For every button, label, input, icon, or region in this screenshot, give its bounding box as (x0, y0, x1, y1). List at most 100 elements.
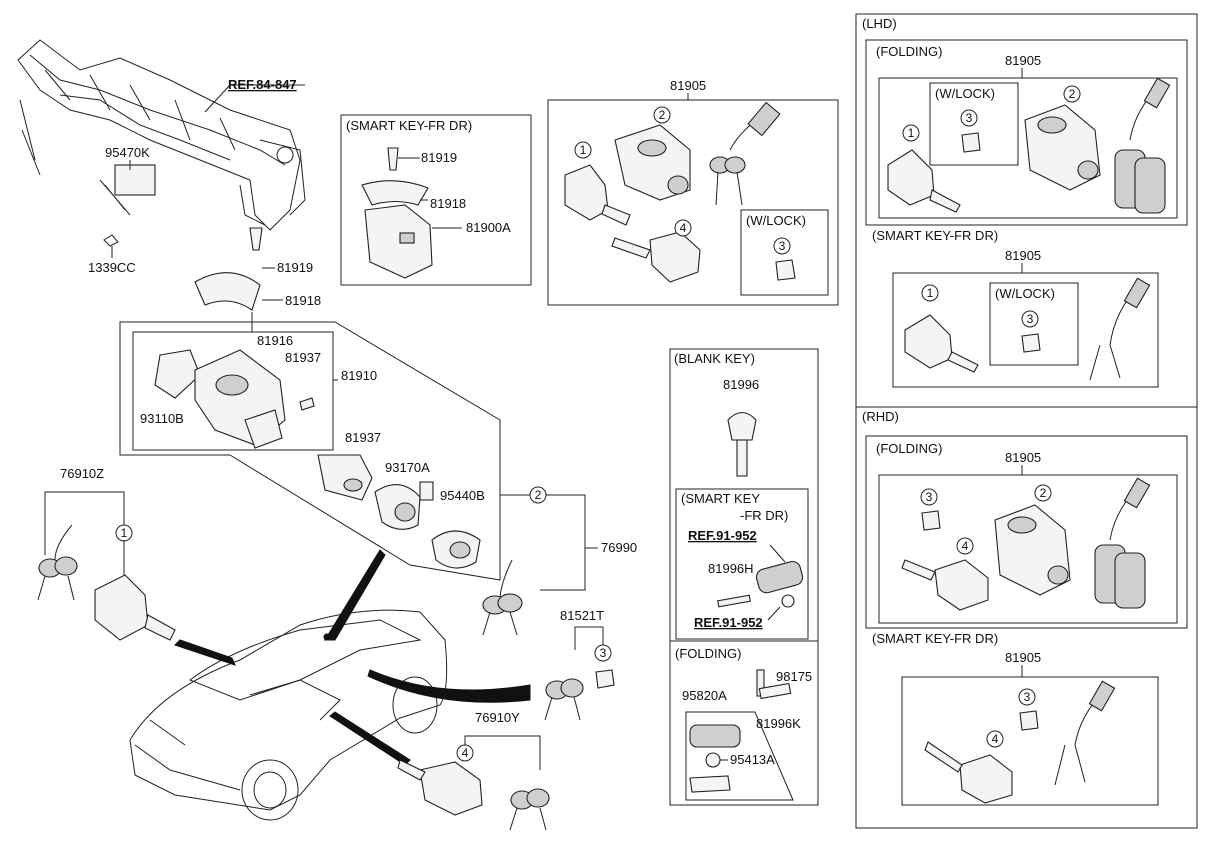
lhd-smart-callout-1: 1 (927, 286, 934, 300)
label-93170a: 93170A (385, 460, 430, 475)
blank-smart-title-2: -FR DR) (740, 508, 788, 523)
callout-3-81521t: 3 (600, 646, 607, 660)
arrow-to-roof (324, 549, 386, 641)
label-81910: 81910 (341, 368, 377, 383)
rhd-smart-title: (SMART KEY-FR DR) (872, 631, 998, 646)
main-wlock-cylinder (775, 259, 796, 281)
key-set-81521t (544, 669, 615, 721)
label-76910z: 76910Z (60, 466, 104, 481)
right-panel (855, 13, 1198, 829)
lhd-folding-inner (878, 77, 1178, 219)
arrow-to-front-door (329, 711, 411, 766)
lhd-folding-81905: 81905 (1005, 53, 1041, 68)
lhd-smart-callout-3: 3 (1027, 312, 1034, 326)
rhd-folding-callout-4: 4 (962, 539, 969, 553)
lhd-folding-callout-2: 2 (1069, 87, 1076, 101)
label-95440b: 95440B (440, 488, 485, 503)
label-81937-a: 81937 (285, 350, 321, 365)
arrow-to-left-door (174, 639, 236, 666)
rhd-folding-callout-3: 3 (926, 490, 933, 504)
car-illustration (129, 609, 448, 821)
lhd-folding-wlock-box (929, 82, 1019, 166)
label-98175: 98175 (776, 669, 812, 684)
folding-title: (FOLDING) (675, 646, 741, 661)
upper-cover (194, 227, 263, 311)
rhd-smart-callout-3: 3 (1024, 690, 1031, 704)
arrow-to-right (367, 669, 531, 703)
cowl-crossmember (17, 39, 306, 247)
callout-4-76910y: 4 (462, 746, 469, 760)
lhd-folding-title: (FOLDING) (876, 44, 942, 59)
lhd-folding-callout-1: 1 (908, 126, 915, 140)
steering-lock-body (154, 349, 315, 449)
blank-key (727, 411, 757, 477)
label-81919-a: 81919 (277, 260, 313, 275)
folding-sub-outline (685, 711, 794, 801)
door-lock-cylinder-front (397, 759, 483, 816)
main-callout-3: 3 (779, 239, 786, 253)
ignition-parts (317, 454, 481, 569)
main-callout-4: 4 (680, 221, 687, 235)
ref-91-952-b[interactable]: REF.91-952 (694, 615, 763, 630)
smart-label-81918: 81918 (430, 196, 466, 211)
ref-84-847[interactable]: REF.84-847 (228, 77, 297, 92)
label-76990: 76990 (601, 540, 637, 555)
lhd-folding-callout-3: 3 (966, 111, 973, 125)
lhd-title: (LHD) (862, 16, 897, 31)
label-95470k: 95470K (105, 145, 150, 160)
door-lock-cylinder-left (94, 540, 176, 641)
key-set-left (37, 524, 78, 601)
rhd-title: (RHD) (862, 409, 899, 424)
rhd-folding-inner (878, 474, 1178, 624)
label-81996h: 81996H (708, 561, 754, 576)
rhd-smart-inner (901, 676, 1159, 806)
lhd-smart-wlock: (W/LOCK) (995, 286, 1055, 301)
main-wlock-title: (W/LOCK) (746, 213, 806, 228)
main-callout-1: 1 (580, 143, 587, 157)
blank-key-box (669, 348, 819, 806)
main-set-box (547, 99, 839, 306)
key-set-76910y (509, 788, 550, 831)
key-cylinder-cover (361, 147, 433, 279)
lock-assembly-outline (119, 321, 501, 581)
ref-91-952-a[interactable]: REF.91-952 (688, 528, 757, 543)
folding-fob (689, 724, 741, 793)
label-1339cc: 1339CC (88, 260, 136, 275)
smart-key-box-title: (SMART KEY-FR DR) (346, 118, 472, 133)
label-81937-b: 81937 (345, 430, 381, 445)
81910-inner-box (132, 331, 334, 451)
lhd-smart-81905: 81905 (1005, 248, 1041, 263)
rhd-folding-81905: 81905 (1005, 450, 1041, 465)
label-95820a: 95820A (682, 688, 727, 703)
smart-label-81919: 81919 (421, 150, 457, 165)
label-81521t: 81521T (560, 608, 604, 623)
rhd-folding-title: (FOLDING) (876, 441, 942, 456)
main-set-number: 81905 (670, 78, 706, 93)
label-93110b: 93110B (140, 411, 184, 426)
blank-smart-key-box (675, 488, 809, 640)
main-set-parts (564, 101, 781, 283)
main-callout-2: 2 (659, 108, 666, 122)
label-95413a: 95413A (730, 752, 775, 767)
callout-1-left: 1 (121, 526, 128, 540)
smart-key-fr-dr-box (340, 114, 532, 286)
callout-2-center: 2 (535, 488, 542, 502)
label-76910y: 76910Y (475, 710, 520, 725)
lhd-smart-wlock-box (989, 282, 1079, 366)
rhd-smart-81905: 81905 (1005, 650, 1041, 665)
lhd-smart-title: (SMART KEY-FR DR) (872, 228, 998, 243)
rhd-smart-callout-4: 4 (992, 732, 999, 746)
blank-key-title: (BLANK KEY) (674, 351, 755, 366)
blank-smart-title-1: (SMART KEY (681, 491, 760, 506)
key-set-center (482, 559, 523, 636)
label-81916: 81916 (257, 333, 293, 348)
label-81996k: 81996K (756, 716, 801, 731)
smart-label-81900a: 81900A (466, 220, 511, 235)
label-81996: 81996 (723, 377, 759, 392)
smart-key-fob (717, 560, 804, 608)
main-wlock-box (740, 209, 829, 296)
lhd-smart-inner (892, 272, 1159, 388)
rhd-folding-callout-2: 2 (1040, 486, 1047, 500)
label-81918-a: 81918 (285, 293, 321, 308)
